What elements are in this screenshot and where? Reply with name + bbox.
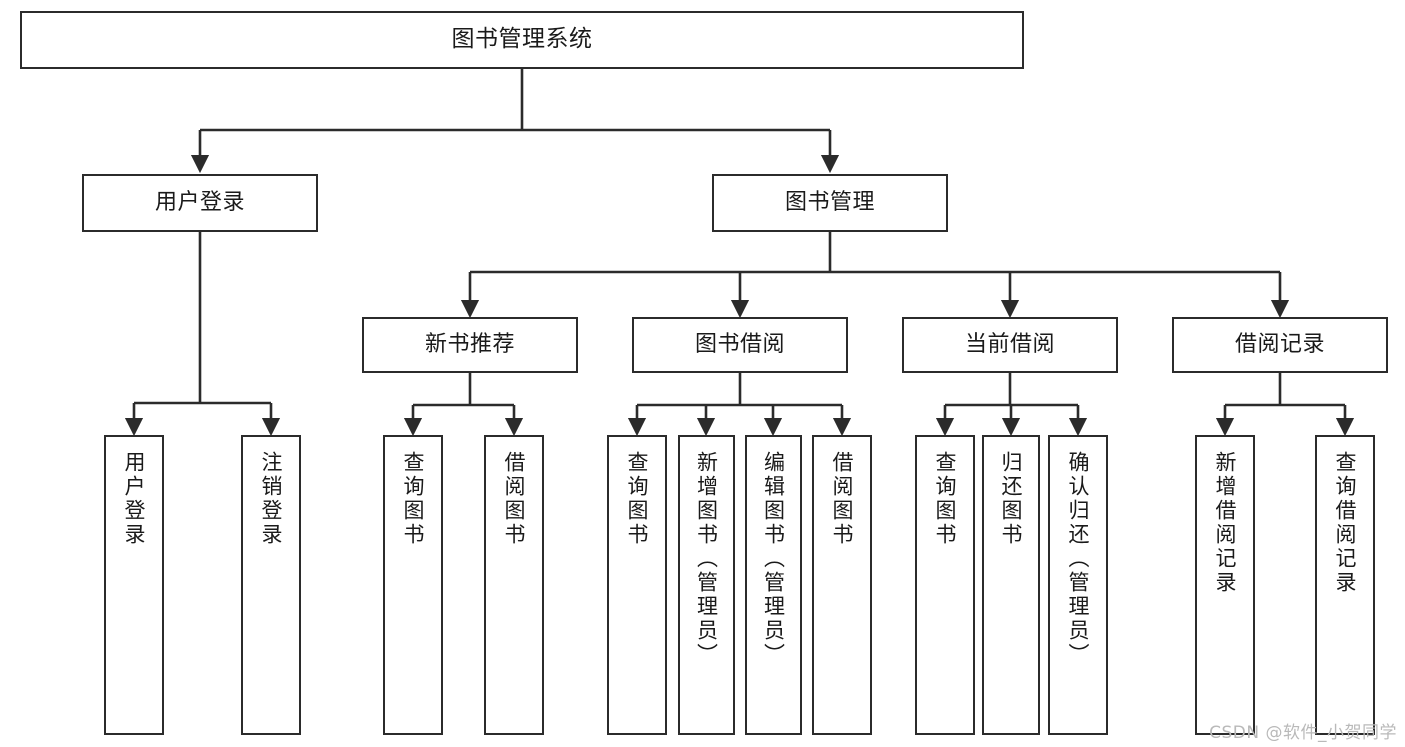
node-borrow-record[interactable]: 借阅记录 (1172, 317, 1388, 373)
node-root-label: 图书管理系统 (451, 26, 593, 53)
leaf-rec-borrow-book-label: 借阅图书 (502, 451, 527, 547)
csdn-watermark: CSDN @软件_小贺同学 (1209, 723, 1397, 743)
node-new-book-rec-label: 新书推荐 (424, 331, 515, 357)
leaf-current-confirm-return[interactable]: 确认归还（管理员） (1048, 435, 1108, 735)
leaf-borrow-edit-book-label: 编辑图书（管理员） (761, 451, 786, 667)
leaf-borrow-lend-book[interactable]: 借阅图书 (812, 435, 872, 735)
leaf-rec-borrow-book[interactable]: 借阅图书 (484, 435, 544, 735)
node-borrow-record-label: 借阅记录 (1234, 331, 1325, 357)
leaf-borrow-add-book[interactable]: 新增图书（管理员） (678, 435, 735, 735)
leaf-record-add[interactable]: 新增借阅记录 (1195, 435, 1255, 735)
node-current-borrow[interactable]: 当前借阅 (902, 317, 1118, 373)
leaf-current-query-book[interactable]: 查询图书 (915, 435, 975, 735)
leaf-user-logout-label: 注销登录 (259, 451, 284, 547)
leaf-borrow-query-book-label: 查询图书 (625, 451, 650, 547)
leaf-current-query-book-label: 查询图书 (933, 451, 958, 547)
node-new-book-rec[interactable]: 新书推荐 (362, 317, 578, 373)
leaf-user-logout[interactable]: 注销登录 (241, 435, 301, 735)
node-root[interactable]: 图书管理系统 (20, 11, 1024, 69)
node-user-login[interactable]: 用户登录 (82, 174, 318, 232)
node-current-borrow-label: 当前借阅 (964, 331, 1055, 357)
leaf-rec-query-book[interactable]: 查询图书 (383, 435, 443, 735)
leaf-borrow-query-book[interactable]: 查询图书 (607, 435, 667, 735)
node-book-borrow[interactable]: 图书借阅 (632, 317, 848, 373)
leaf-rec-query-book-label: 查询图书 (401, 451, 426, 547)
leaf-record-query-label: 查询借阅记录 (1333, 451, 1358, 595)
leaf-borrow-lend-book-label: 借阅图书 (830, 451, 855, 547)
leaf-user-login-label: 用户登录 (122, 451, 147, 547)
leaf-current-confirm-return-label: 确认归还（管理员） (1066, 451, 1091, 667)
leaf-record-query[interactable]: 查询借阅记录 (1315, 435, 1375, 735)
node-user-login-label: 用户登录 (154, 189, 245, 215)
node-book-manage[interactable]: 图书管理 (712, 174, 948, 232)
node-book-manage-label: 图书管理 (784, 189, 875, 215)
leaf-record-add-label: 新增借阅记录 (1213, 451, 1238, 595)
node-book-borrow-label: 图书借阅 (694, 331, 785, 357)
leaf-user-login[interactable]: 用户登录 (104, 435, 164, 735)
leaf-borrow-add-book-label: 新增图书（管理员） (694, 451, 719, 667)
leaf-current-return-book[interactable]: 归还图书 (982, 435, 1040, 735)
leaf-current-return-book-label: 归还图书 (999, 451, 1024, 547)
leaf-borrow-edit-book[interactable]: 编辑图书（管理员） (745, 435, 802, 735)
